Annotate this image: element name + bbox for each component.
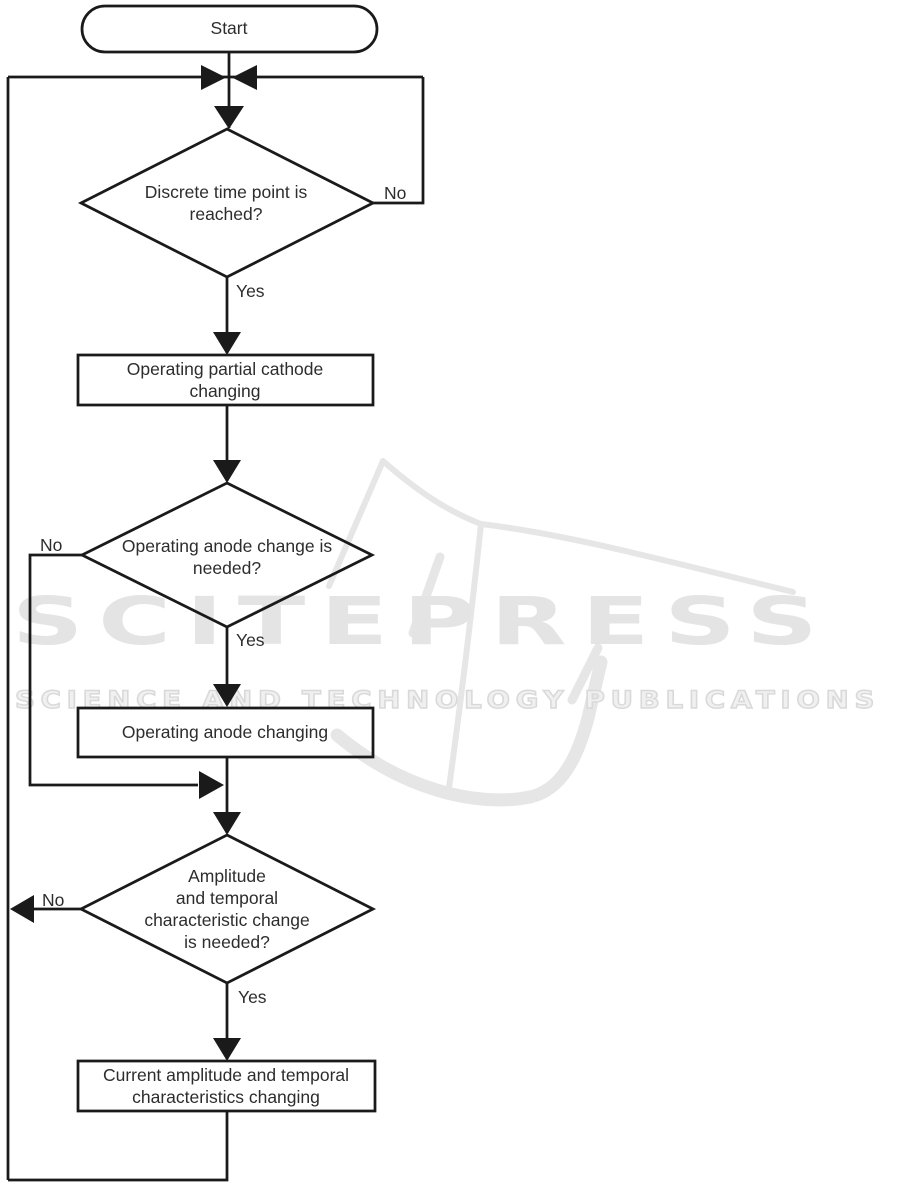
arrowhead-into-decision2	[213, 460, 241, 483]
process3-label: Current amplitude and temporal character…	[102, 1065, 350, 1107]
connector-process3-bottom-loop	[8, 1111, 229, 1182]
decision3-yes-label: Yes	[238, 987, 267, 1007]
decision1-question: Discrete time point is reached?	[144, 182, 308, 224]
arrowhead-junction-left	[201, 65, 226, 90]
arrowhead-no3-to-return-line	[10, 895, 34, 923]
process2-label: Operating anode changing	[121, 722, 329, 742]
process2-box-shape	[76, 706, 375, 759]
arrowhead-no2-merge	[199, 771, 224, 799]
arrowhead-junction-right	[232, 65, 257, 90]
decision1-yes-label: Yes	[236, 281, 265, 301]
arrowhead-into-process2	[213, 684, 241, 707]
process1-box-shape	[76, 353, 375, 407]
decision2-question: Operating anode change is needed?	[121, 536, 333, 578]
arrowhead-into-process1	[213, 332, 241, 355]
arrowhead-into-decision1	[214, 106, 244, 129]
arrowhead-into-decision3	[213, 812, 241, 835]
decision3-question: Amplitude and temporal characteristic ch…	[144, 866, 310, 952]
start-terminator-label: Start	[210, 18, 248, 38]
decision1-no-label: No	[384, 183, 407, 203]
process1-label: Operating partial cathode changing	[126, 359, 324, 401]
arrowhead-into-process3	[213, 1038, 241, 1061]
decision2-yes-label: Yes	[236, 630, 265, 650]
decision2-no-label: No	[40, 535, 63, 555]
watermark-brand-text: SCITEPRESS	[12, 583, 833, 660]
connector-decision2-no-loop	[28, 553, 198, 787]
connector-decision1-no-loop	[373, 77, 425, 205]
decision3-no-label: No	[42, 890, 65, 910]
